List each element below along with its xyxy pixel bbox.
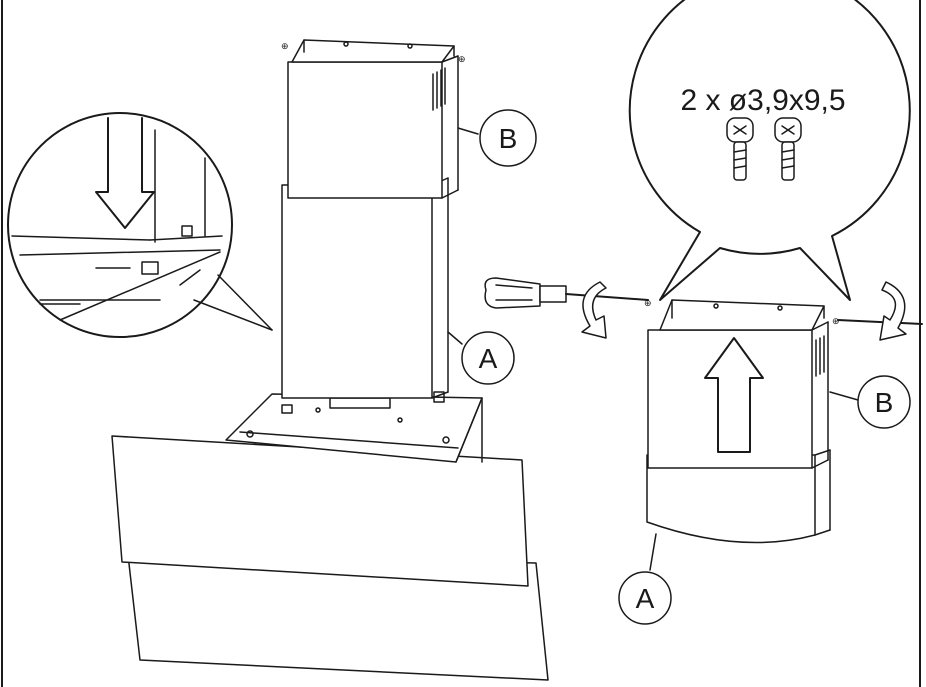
zoom-edge (11, 235, 151, 241)
bracket-hole (713, 303, 719, 309)
zoom-pointer-line (193, 299, 273, 331)
rotate-arrow-icon (879, 281, 907, 341)
screw-marker-icon: ⊕ (832, 316, 840, 326)
screwdriver-icon (484, 277, 649, 309)
part-a-lower-section (646, 454, 816, 544)
zoom-slot (179, 269, 201, 286)
zoom-pointer-line (217, 274, 273, 331)
part-a-bottom (814, 529, 831, 536)
top-bracket (659, 299, 825, 331)
zoom-bracket (141, 261, 159, 275)
part-b-bottom (811, 459, 829, 469)
zoom-circle-outline (7, 112, 233, 338)
base-hole (315, 407, 321, 413)
down-arrow-icon (95, 117, 155, 229)
rotate-arrow-icon (581, 281, 607, 339)
detail-zoom-circle (7, 112, 273, 338)
label-circle-b-right (857, 375, 911, 429)
base-plate-detail (239, 431, 459, 449)
chimney-part-a (281, 184, 433, 399)
hood-assembly: ⊕ ⊕ B A (111, 39, 549, 681)
screwdriver-shaft-right (837, 319, 923, 325)
glass-panel-upper (111, 435, 529, 587)
chimney-a-bottom (431, 391, 449, 399)
callout-bubble (628, 0, 911, 301)
chimney-part-b (287, 61, 443, 199)
leader-line-b-right (829, 391, 859, 401)
part-label-b: B (499, 123, 518, 154)
chimney-b-edge (441, 55, 459, 63)
chimney-b-bottom (441, 189, 459, 199)
zoom-bracket (181, 225, 193, 237)
base-hole (397, 417, 403, 423)
zoom-edge (59, 251, 221, 321)
zoom-edge (19, 249, 221, 256)
screw-icon (774, 117, 802, 181)
bracket-hole (407, 43, 413, 49)
screw-spec-text: 2 x ø3,9x9,5 (680, 84, 845, 117)
label-circle-b (479, 109, 537, 167)
screw-spec-callout: 2 x ø3,9x9,5 (628, 0, 911, 301)
zoom-edge (149, 235, 223, 241)
base-screw (246, 430, 254, 438)
up-arrow-icon (704, 337, 764, 453)
bracket-hole (343, 41, 349, 47)
part-label-b-right: B (875, 387, 894, 418)
leader-line-a-right (649, 533, 657, 571)
part-label-a: A (479, 343, 498, 374)
screw-marker-right-icon: ⊕ (458, 54, 466, 64)
base-screw (442, 436, 450, 444)
chimney-top-bracket (291, 39, 455, 63)
chimney-detail-assembly: ⊕ ⊕ B A (484, 277, 923, 625)
label-circle-a (461, 331, 515, 385)
screw-marker-left-icon: ⊕ (281, 41, 289, 51)
screw-icon (726, 117, 754, 181)
screw-marker-icon: ⊕ (644, 298, 652, 308)
bracket-hole (777, 305, 783, 311)
part-b-edge (811, 321, 829, 331)
base-bracket (281, 404, 293, 414)
vent-slots (432, 67, 446, 111)
leader-line-b (457, 127, 479, 135)
part-label-a-right: A (636, 583, 655, 614)
leader-line-a (447, 331, 463, 345)
vent-slots-right (815, 335, 825, 377)
base-plate-edge (455, 397, 483, 463)
label-circle-a-right (618, 571, 672, 625)
